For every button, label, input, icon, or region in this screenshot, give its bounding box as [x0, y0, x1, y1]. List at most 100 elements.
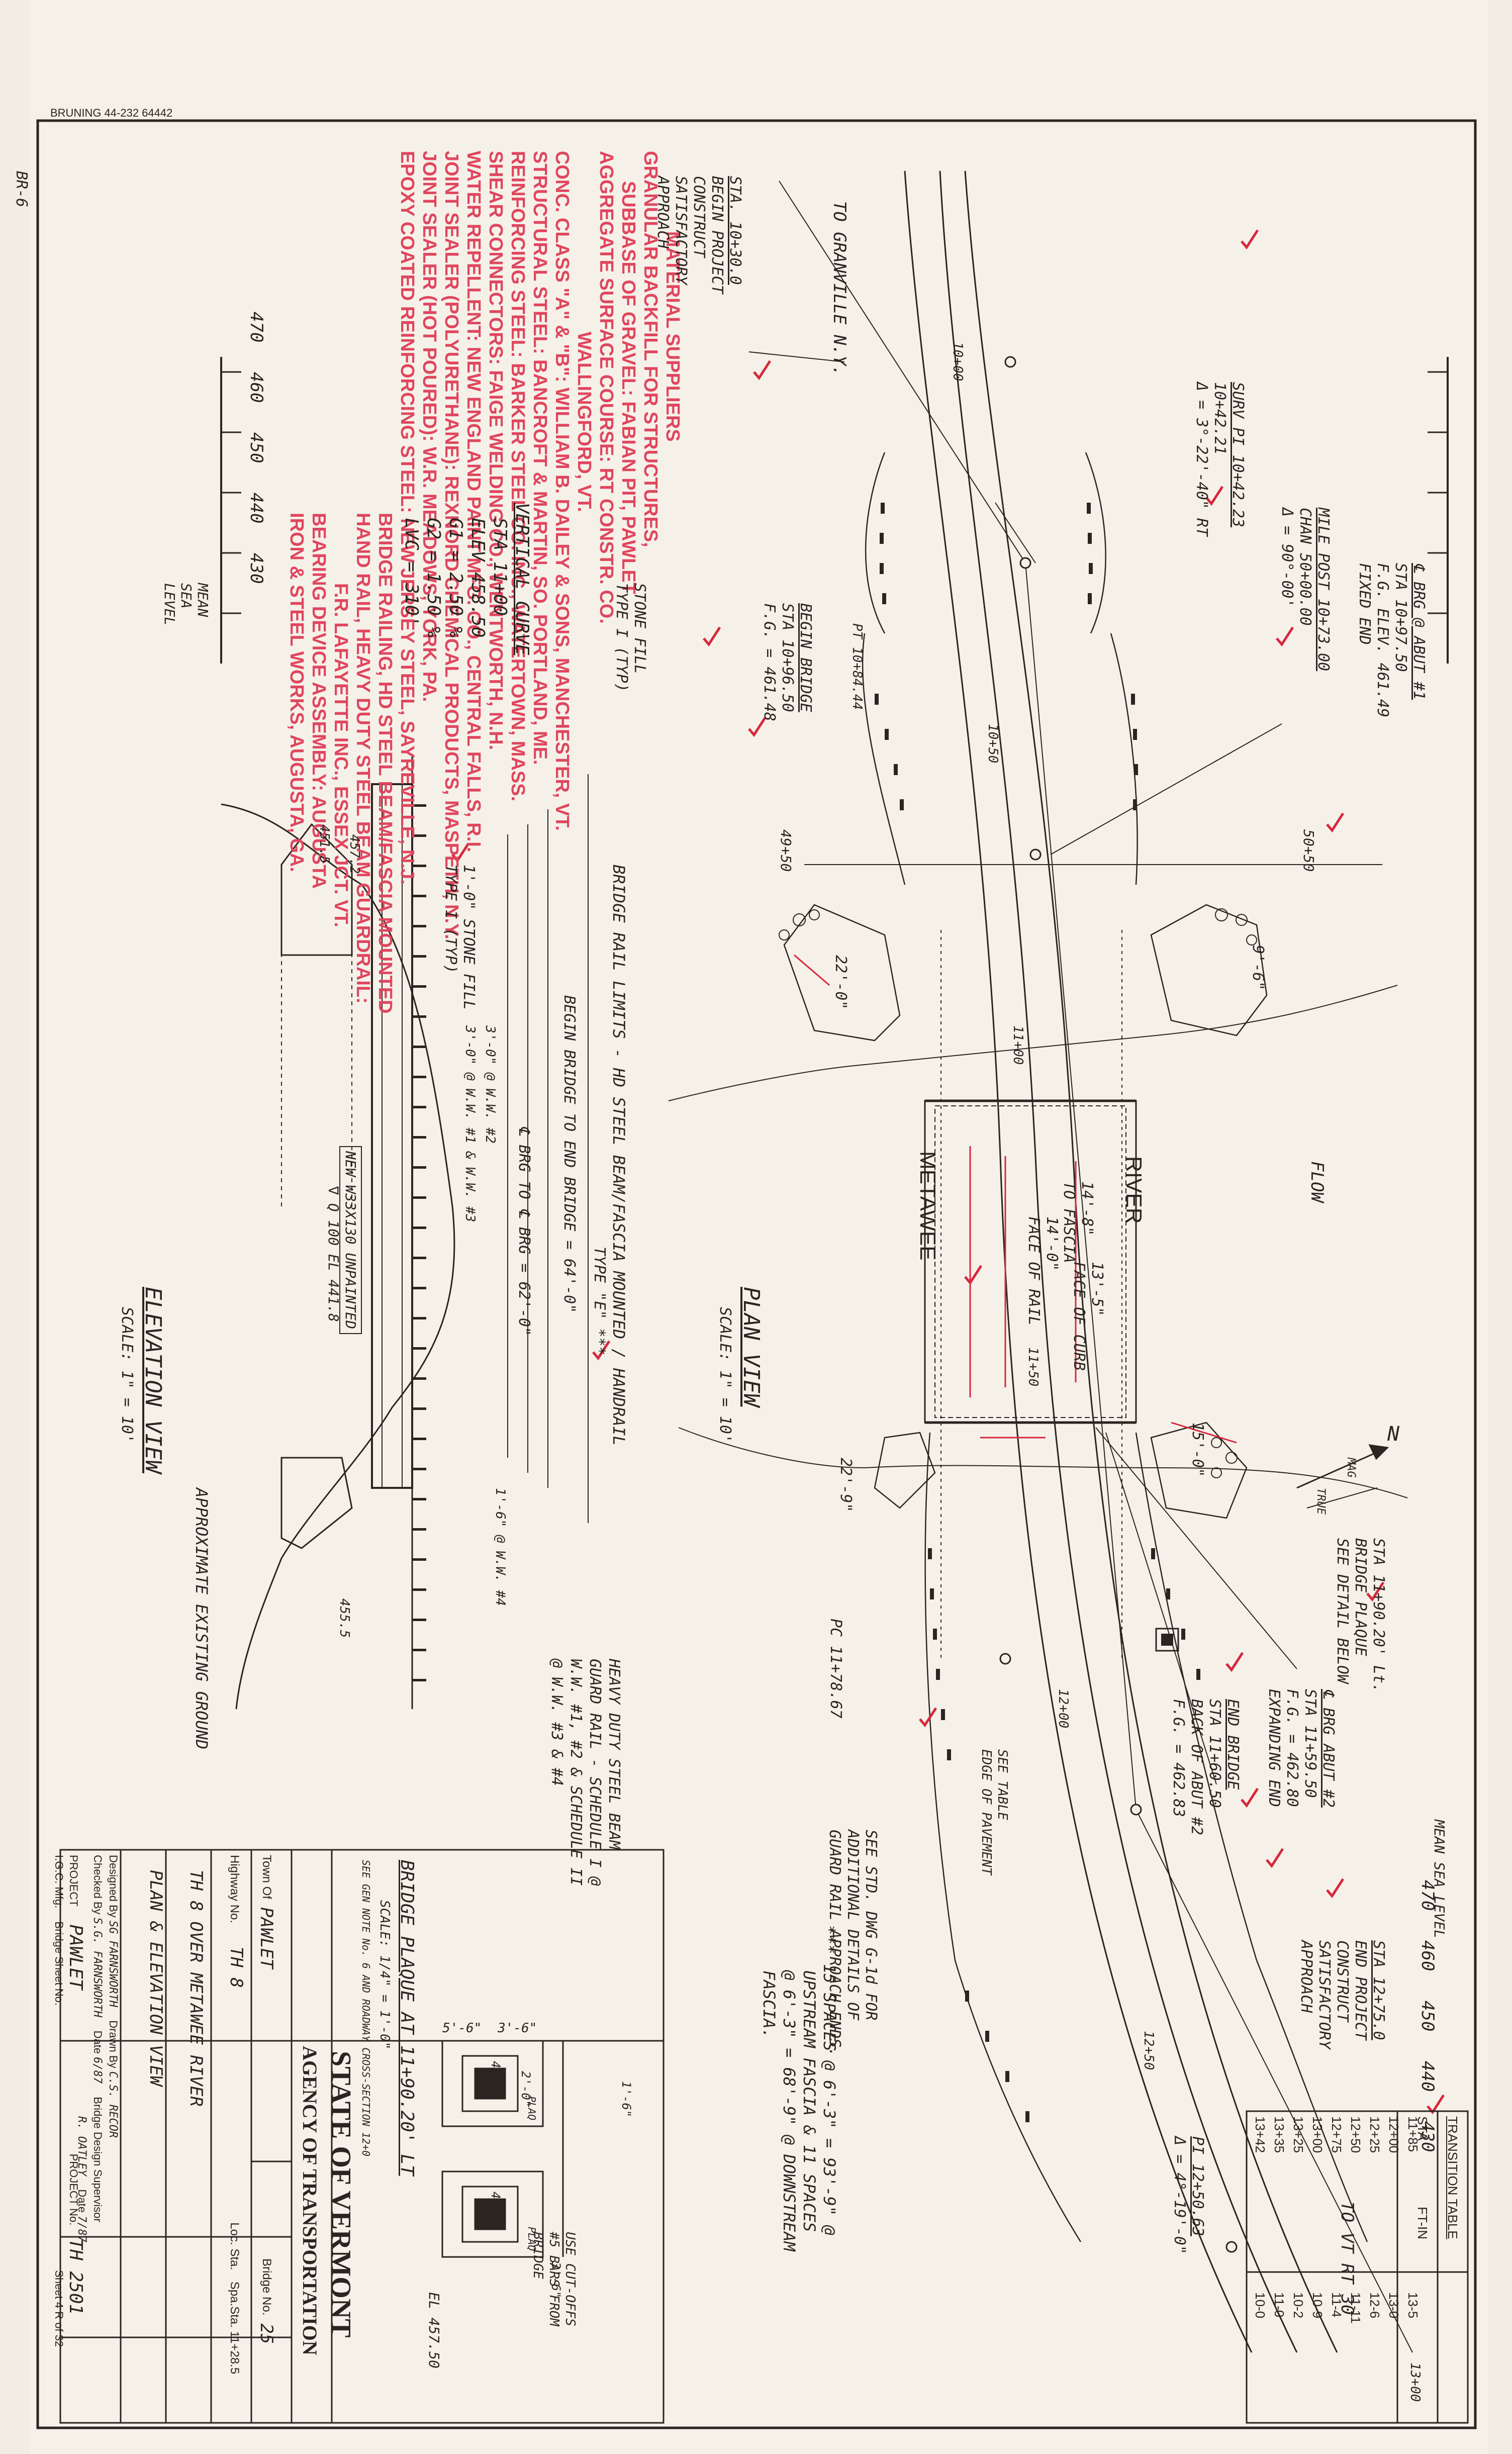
tb-project-no-label: PROJECT No.: [67, 2153, 80, 2226]
plaque-dim-1-6: 1'-6": [619, 2081, 633, 2118]
begin-bridge-fg: F.G. = 461.48: [761, 603, 778, 721]
back-of-abut: BACK OF ABUT #2: [1188, 1699, 1205, 1835]
table-row: 12+25: [1367, 2116, 1382, 2153]
edge-of-pavement: EDGE OF PAVEMENT: [979, 1749, 994, 1875]
tb-footer-row: I.G.C. Mfg. Bridge Sheet No. Sheet 4 R o…: [52, 1855, 65, 2347]
tb-bridge-sheet: Bridge Sheet No.: [53, 1921, 65, 2006]
tb-project-line: TH 8 OVER METAWEE RIVER: [186, 1870, 206, 2107]
brg-abut2-fg: F.G. = 462.80: [1283, 1689, 1301, 1807]
material-line: F.R. LAFAYETTE INC., ESSEX JCT. VT.: [330, 583, 351, 927]
table-row: 12+75: [1329, 2116, 1344, 2153]
chan: CHAN 50+00.00: [1296, 508, 1314, 626]
chan-delta: Δ = 90°-00': [1278, 508, 1296, 608]
sta-10-50: 10+50: [985, 724, 1000, 764]
brg-abut1: ℄ BRG @ ABUT #1: [1410, 563, 1428, 700]
dim-13-5: 13'-5" FACE OF CURB: [1070, 1262, 1106, 1371]
right-scale-460: 460: [1418, 1940, 1438, 1971]
tb-bridge-no: 25: [256, 2323, 276, 2344]
to-fascia: TO FASCIA: [1060, 1181, 1078, 1263]
approach-text: APPROACH: [654, 176, 672, 249]
heavy-duty-line: W.W. #1, #2 & SCHEDULE II: [567, 1659, 585, 1886]
new-girder-label: NEW W33X130 UNPAINTED: [339, 1146, 362, 1335]
plaque-el: EL 457.50: [426, 2292, 442, 2369]
face-of-curb: FACE OF CURB: [1070, 1262, 1088, 1371]
material-line: IRON & STEEL WORKS, AUGUSTA, GA.: [286, 513, 307, 872]
el-457-2: 457.2: [347, 834, 362, 874]
tb-project-label: PROJECT: [67, 1855, 80, 1907]
stone-fill-plan-type: TYPE I (TYP): [613, 583, 630, 692]
tb-date1-label: Date: [91, 2030, 104, 2054]
north-label: N: [1387, 1423, 1400, 1446]
sta-11-00: 11+00: [1010, 1025, 1025, 1065]
transition-table-title: TRANSITION TABLE: [1445, 2116, 1460, 2239]
see-std-line: ADDITIONAL DETAILS OF: [844, 1830, 862, 2021]
vertical-curve-title: VERTICAL CURVE: [512, 503, 532, 655]
expanding-end: EXPANDING END: [1265, 1689, 1283, 1807]
tb-town-label: Town Of: [260, 1855, 273, 1900]
tb-loc-sta: Spa.Sta. 11+28.5: [228, 2281, 241, 2375]
right-scale-450: 450: [1418, 2001, 1438, 2032]
tb-designed-label: Designed By: [107, 1855, 120, 1918]
stone-fill-label: 1'-0" STONE FILL TYPE I (TYP): [441, 865, 478, 1010]
surv-pi-delta: Δ = 3°-22'-40" RT: [1193, 382, 1210, 537]
plan-view-scale: SCALE: 1" = 10': [716, 1307, 734, 1443]
brg-abut1-block: ℄ BRG @ ABUT #1 STA 10+97.50 F.G. ELEV. …: [1355, 563, 1428, 717]
material-line: BRIDGE RAILING, HD STEEL BEAM/FASCIA MOU…: [374, 513, 396, 1014]
stone-fill-plan-text: STONE FILL: [631, 583, 648, 674]
vc-elev: ELEV 458.50: [467, 518, 488, 638]
table-row: 13+00: [1310, 2116, 1325, 2153]
to-granville: TO GRANVILLE N.Y.: [829, 201, 849, 376]
left-scale-470: 470: [246, 312, 266, 343]
vc-g1: G1 = 2.50 %: [445, 518, 466, 638]
table-row: 10-0: [1253, 2292, 1268, 2319]
brg-to-brg: ℄ BRG TO ℄ BRG = 62'-0": [515, 1126, 533, 1336]
begin-project-block: STA. 10+30.0 BEGIN PROJECT CONSTRUCT SAT…: [653, 176, 744, 294]
end-bridge: END BRIDGE: [1224, 1699, 1242, 1790]
dim-14-0-value: 14'-0": [1043, 1216, 1061, 1271]
material-line: HAND RAIL, HEAVY DUTY STEEL BEAM GUARDRA…: [352, 513, 373, 1004]
dim-13-5-value: 13'-5": [1088, 1262, 1106, 1316]
bridge-plaque-label: BRIDGE PLAQUE: [1352, 1538, 1369, 1656]
pi-block: PI 12+50.63 Δ = 4°-19'-0": [1170, 2136, 1206, 2254]
title-block-highway: Highway No. TH 8 Loc. Sta. Spa.Sta. 11+2…: [226, 1855, 246, 2374]
agency-of-transportation: AGENCY OF TRANSPORTATION: [299, 2046, 321, 2355]
sta-12-00: 12+00: [1056, 1689, 1071, 1729]
tb-designed: SG FARNSWORTH: [107, 1920, 119, 2008]
begin-project-text: BEGIN PROJECT: [708, 176, 726, 294]
end-project: END PROJECT: [1352, 1940, 1369, 2040]
dim-22-0: 22'-0": [832, 955, 849, 1010]
see-detail-below: SEE DETAIL BELOW: [1334, 1538, 1351, 1683]
tb-highway-label: Highway No.: [228, 1855, 241, 1924]
begin-project-sta: STA. 10+30.0: [726, 176, 744, 285]
tb-drawn-label: Drawn By: [107, 2020, 120, 2068]
end-project-sta: STA 12+75.0: [1370, 1940, 1387, 2040]
satisfactory-text: SATISFACTORY: [672, 176, 690, 285]
heavy-duty-line: @ W.W. #3 & #4: [548, 1659, 565, 1786]
state-of-vermont: STATE OF VERMONT: [325, 2051, 356, 2338]
right-scale-440: 440: [1418, 2061, 1438, 2092]
ww2-dim: 3'-0" @ W.W. #2: [483, 1025, 498, 1144]
tb-mfg: I.G.C. Mfg.: [53, 1855, 65, 1909]
table-row: 11-11: [1348, 2292, 1363, 2324]
water-elevation: ∇ Q 100 EL 441.8: [325, 1186, 342, 1322]
begin-to-end-bridge: BEGIN BRIDGE TO END BRIDGE = 64'-0": [560, 995, 578, 1313]
see-std-line: SEE STD. DWG G-1d FOR: [862, 1830, 880, 2021]
plaque-dim-4-0: 4'-0": [489, 2061, 503, 2098]
table-row: 11-4: [1329, 2292, 1344, 2318]
plan-view-title: PLAN VIEW: [738, 1287, 764, 1407]
use-cut-offs: USE CUT-OFFS #5 BARS FROM BRIDGE: [530, 2232, 578, 2326]
table-row: 12+00: [1386, 2116, 1401, 2153]
use-cut-offs-line: #5 BARS FROM: [546, 2232, 561, 2326]
tb-project-row: PROJECT PAWLET PROJECT No. TH 2501: [63, 1855, 86, 2315]
ww1-dim: 3'-0" @ W.W. #1 & W.W. #3: [462, 1025, 478, 1222]
sheet-mark: BR-6: [13, 171, 30, 208]
pi-label: PI 12+50.63: [1189, 2136, 1206, 2236]
river-label-river: RIVER: [1121, 1156, 1146, 1224]
heavy-duty-line: HEAVY DUTY STEEL BEAM: [605, 1659, 623, 1850]
table-row: 11+85: [1405, 2116, 1421, 2152]
left-mean-sea-level: MEAN SEA LEVEL: [161, 583, 211, 626]
river-bank-south: [678, 1427, 1408, 1498]
mag-label: MAG: [1345, 1458, 1357, 1478]
see-table-block: SEE TABLE EDGE OF PAVEMENT: [978, 1749, 1010, 1875]
